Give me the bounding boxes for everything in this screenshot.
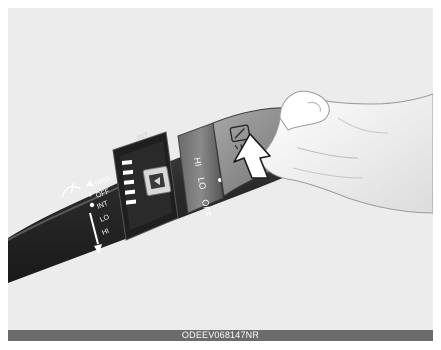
figure-frame: INT HI LO OFF: [8, 8, 433, 341]
rear-ring-hi: HI: [192, 157, 203, 168]
rear-ring-lo: LO: [196, 177, 208, 191]
figure-caption: ODEEV068147NR: [8, 330, 433, 341]
hand-illustration: [258, 91, 433, 213]
rear-ring-off: OFF: [200, 199, 213, 219]
wiper-stalk-illustration: INT HI LO OFF: [8, 8, 433, 330]
mist-arrow-icon: [86, 180, 94, 186]
label-mist: MIST: [94, 175, 113, 188]
front-wiper-icon: [59, 181, 81, 197]
